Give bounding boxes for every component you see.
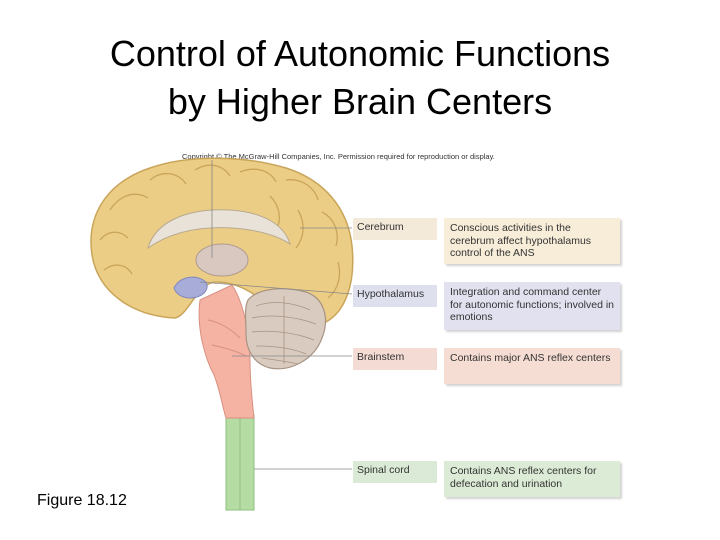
cerebellum-folia bbox=[251, 296, 317, 365]
copyright-notice: Copyright © The McGraw-Hill Companies, I… bbox=[182, 152, 495, 161]
thalamus-shape bbox=[195, 243, 249, 277]
page-title: Control of Autonomic Functions by Higher… bbox=[0, 30, 720, 126]
hypothalamus-shape bbox=[173, 276, 208, 299]
leader-lines bbox=[199, 160, 353, 470]
brainstem-label: Brainstem bbox=[353, 348, 437, 370]
hypothalamus-label: Hypothalamus bbox=[353, 285, 437, 307]
gyri-lines bbox=[99, 164, 341, 299]
brainstem-shape bbox=[198, 284, 255, 419]
cerebrum-description: Conscious activities in the cerebrum aff… bbox=[444, 218, 620, 264]
cerebrum-label: Cerebrum bbox=[353, 218, 437, 240]
spinal-cord-label: Spinal cord bbox=[353, 461, 437, 483]
title-line-2: by Higher Brain Centers bbox=[167, 81, 553, 122]
spinal-cord-description: Contains ANS reflex centers for defecati… bbox=[444, 461, 620, 497]
brainstem-description: Contains major ANS reflex centers bbox=[444, 348, 620, 384]
cerebellum-shape bbox=[244, 288, 327, 370]
title-line-1: Control of Autonomic Functions bbox=[109, 33, 611, 74]
cerebrum-shape bbox=[90, 157, 354, 326]
figure-caption: Figure 18.12 bbox=[37, 492, 127, 509]
hypothalamus-description: Integration and command center for auton… bbox=[444, 282, 620, 330]
corpus-callosum bbox=[147, 209, 291, 250]
